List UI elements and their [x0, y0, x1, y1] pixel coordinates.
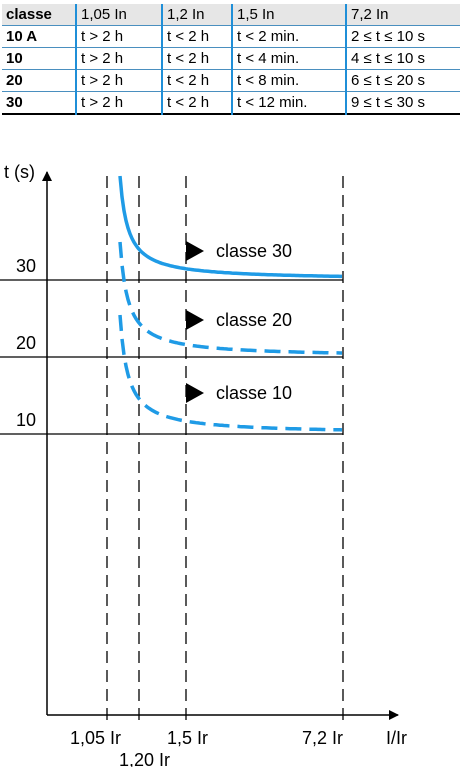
x-tick-label: 1,05 Ir [70, 728, 121, 748]
cell-1-5: t < 8 min. [231, 69, 346, 92]
y-tick-label: 20 [16, 333, 36, 353]
cell-7-2: 2 ≤ t ≤ 10 s [345, 25, 460, 48]
series-marker [186, 241, 204, 261]
cell-7-2: 9 ≤ t ≤ 30 s [345, 91, 460, 114]
trip-curve-chart: classe 30 classe 20 classe 10 10 20 30 t (s) 1,… [0, 162, 407, 767]
row-class: 20 [6, 72, 23, 89]
cell-1-5: t < 4 min. [231, 47, 346, 70]
cell-7-2: 4 ≤ t ≤ 10 s [345, 47, 460, 70]
y-tick-label: 10 [16, 410, 36, 430]
cell-1-2: t < 2 h [161, 25, 232, 48]
x-tick-label: 1,5 Ir [167, 728, 208, 748]
series-marker [186, 310, 204, 330]
table-row: 30 t > 2 h t < 2 h t < 12 min. 9 ≤ t ≤ 3… [2, 91, 460, 114]
cell-1-5: t < 2 min. [231, 25, 346, 48]
curves [118, 175, 343, 432]
trip-class-table: classe 1,05 In 1,2 In 1,5 In 7,2 In 10 A… [2, 4, 460, 115]
cell-1-2: t < 2 h [161, 47, 232, 70]
x-tick-label: 7,2 Ir [302, 728, 343, 748]
header-7-2-in: 7,2 In [345, 4, 460, 26]
reference-lines [0, 176, 344, 723]
row-class: 30 [6, 94, 23, 111]
cell-1-2: t < 2 h [161, 91, 232, 114]
table-row: 20 t > 2 h t < 2 h t < 8 min. 6 ≤ t ≤ 20… [2, 69, 460, 92]
header-1-05-in: 1,05 In [75, 4, 162, 26]
header-1-2-in: 1,2 In [161, 4, 232, 26]
chart-labels: classe 30 classe 20 classe 10 10 20 30 t (s) 1,… [4, 162, 407, 767]
y-tick-label: 30 [16, 256, 36, 276]
cell-1-05: t > 2 h [75, 91, 162, 114]
series-marker [186, 383, 204, 403]
row-class: 10 A [6, 28, 38, 45]
y-axis-label: t (s) [4, 162, 35, 182]
series-label: classe 30 [216, 241, 292, 261]
cell-1-2: t < 2 h [161, 69, 232, 92]
cell-1-05: t > 2 h [75, 25, 162, 48]
series-line-classe-10 [118, 314, 343, 432]
x-axis-label: I/Ir [386, 728, 407, 748]
series-label: classe 20 [216, 310, 292, 330]
table-header-row: classe 1,05 In 1,2 In 1,5 In 7,2 In [2, 4, 460, 26]
series-line-classe-20 [118, 241, 342, 355]
cell-7-2: 6 ≤ t ≤ 20 s [345, 69, 460, 92]
header-1-5-in: 1,5 In [231, 4, 346, 26]
series-line-classe-30 [118, 175, 342, 279]
row-class: 10 [6, 50, 23, 67]
x-tick-label: 1,20 Ir [119, 750, 170, 767]
cell-1-5: t < 12 min. [231, 91, 346, 114]
table-row: 10 A t > 2 h t < 2 h t < 2 min. 2 ≤ t ≤ … [2, 25, 460, 48]
table-row: 10 t > 2 h t < 2 h t < 4 min. 4 ≤ t ≤ 10… [2, 47, 460, 70]
series-label: classe 10 [216, 383, 292, 403]
cell-1-05: t > 2 h [75, 47, 162, 70]
cell-1-05: t > 2 h [75, 69, 162, 92]
header-classe: classe [2, 4, 76, 26]
